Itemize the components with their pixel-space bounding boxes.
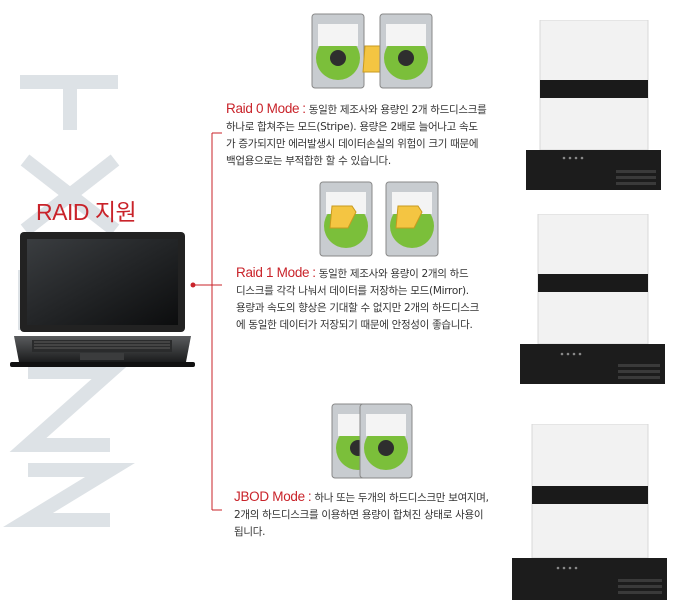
nas-device-jbod (512, 424, 667, 600)
raid0-description: Raid 0 Mode : 동일한 제조사와 용량인 2개 하드디스크를 하나로… (226, 101, 487, 167)
hdd-icon (319, 181, 373, 257)
hdd-icon (359, 403, 413, 479)
raid1-description: Raid 1 Mode : 동일한 제조사와 용량이 2개의 하드 디스크를 각… (236, 265, 479, 331)
laptop-image (10, 232, 195, 367)
nas-device-raid0 (526, 20, 661, 190)
hdd-icon (379, 13, 433, 89)
jbod-hdd-illustration (331, 403, 413, 479)
raid1-hdd-illustration (319, 181, 439, 257)
nas-device-raid1 (520, 214, 665, 384)
mode-name: Raid 1 Mode (236, 265, 310, 280)
page-title: RAID 지원 (36, 199, 137, 225)
hdd-icon (385, 181, 439, 257)
hdd-icon (311, 13, 365, 89)
mode-name: JBOD Mode (234, 489, 305, 504)
jbod-description: JBOD Mode : 하나 또는 두개의 하드디스크만 보여지며, 2개의 하… (234, 489, 489, 538)
raid0-hdd-illustration (311, 13, 433, 89)
mode-name: Raid 0 Mode (226, 101, 300, 116)
